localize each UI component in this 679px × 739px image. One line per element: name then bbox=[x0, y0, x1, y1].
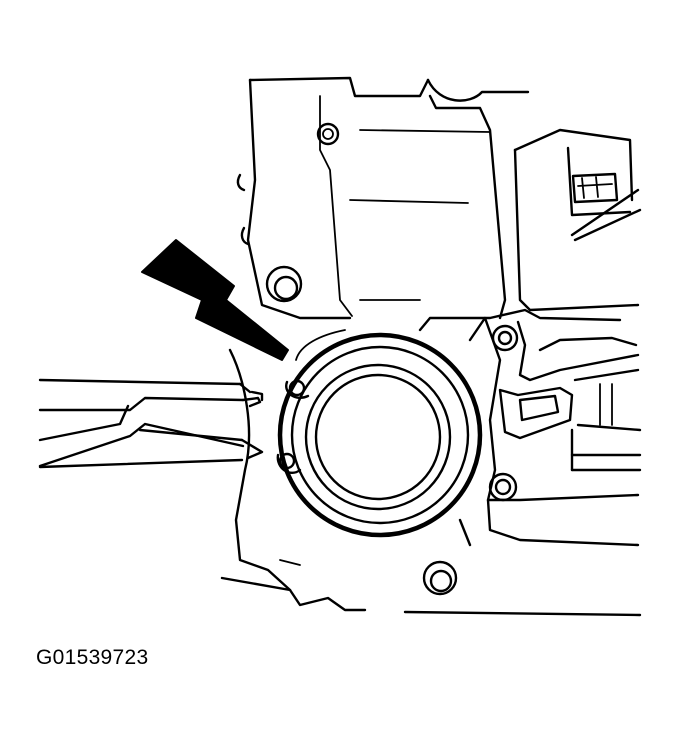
bolt-hole-left bbox=[265, 265, 303, 303]
upper-right-housing bbox=[513, 128, 642, 312]
engine-block-outline bbox=[236, 76, 530, 320]
crankshaft-front-seal bbox=[277, 329, 483, 538]
bolt-hole-lower bbox=[422, 560, 458, 596]
seal-notch-upper bbox=[285, 379, 310, 399]
bolt-hole-upper bbox=[316, 122, 340, 146]
housing-bolt-upper bbox=[491, 324, 519, 352]
figure-code: G01539723 bbox=[36, 646, 149, 669]
seal-removal-tool bbox=[38, 378, 264, 469]
arrow-icon bbox=[141, 239, 289, 361]
housing-bolt-lower bbox=[488, 472, 518, 502]
front-cover-housing bbox=[418, 308, 642, 547]
lower-block-outline bbox=[220, 348, 642, 617]
seal-notch-lower bbox=[276, 452, 302, 475]
